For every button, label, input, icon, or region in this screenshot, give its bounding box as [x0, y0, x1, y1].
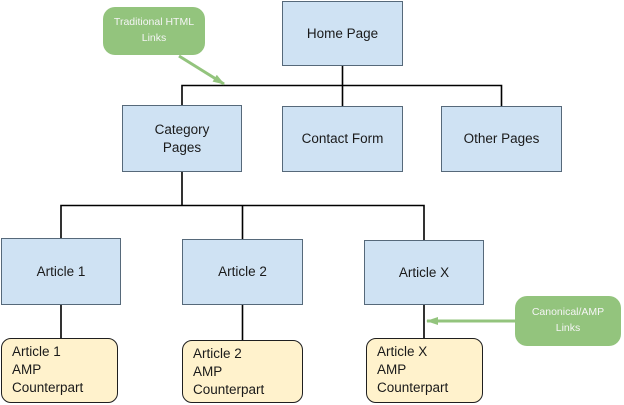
node-contact-form: Contact Form — [282, 106, 403, 172]
node-article-1: Article 1 — [1, 238, 121, 305]
node-home-page: Home Page — [282, 1, 403, 66]
node-category-pages: Category Pages — [122, 105, 242, 172]
node-article-2-amp-counterpart: Article 2 AMP Counterpart — [182, 340, 303, 403]
article-to-amp-connectors — [60, 305, 425, 340]
node-other-pages: Other Pages — [441, 106, 562, 172]
node-article-1-amp-counterpart: Article 1 AMP Counterpart — [1, 338, 118, 403]
callout-canonical-amp-links: Canonical/AMP Links — [515, 296, 621, 346]
home-to-row2-connector — [181, 66, 503, 106]
callout-traditional-html-links: Traditional HTML Links — [103, 7, 205, 55]
node-article-x-amp-counterpart: Article X AMP Counterpart — [366, 338, 483, 403]
category-to-articles-connector — [60, 172, 425, 240]
node-article-2: Article 2 — [182, 239, 303, 305]
node-article-x: Article X — [364, 240, 484, 305]
traditional-links-arrow — [178, 54, 225, 86]
